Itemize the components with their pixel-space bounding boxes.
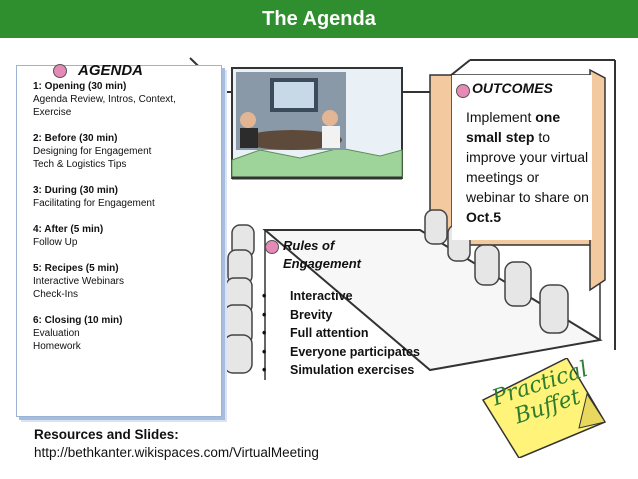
- bullet-icon: •: [262, 289, 267, 303]
- rules-item-label: Simulation exercises: [290, 363, 415, 377]
- rules-list: • Interactive • Brevity • Full attention • E…: [262, 287, 420, 380]
- sticky-note-fold: [578, 392, 606, 429]
- resources-block: Resources and Slides: http://bethkanter.…: [34, 426, 319, 462]
- agenda-item: 1: Opening (30 min) Agenda Review, Intro…: [33, 80, 218, 119]
- rules-title: Rules of Engagement: [283, 237, 361, 273]
- agenda-item-line: Designing for Engagement: [33, 146, 152, 157]
- meeting-photo-screen-glow: [274, 82, 314, 108]
- rules-title-line: Engagement: [283, 256, 362, 271]
- outcomes-text-part: Implement: [466, 109, 536, 125]
- meeting-photo-table: [242, 130, 342, 150]
- sticky-note: [481, 358, 607, 458]
- rules-item: • Simulation exercises: [262, 361, 420, 380]
- rules-item: • Brevity: [262, 306, 420, 325]
- agenda-item-heading: 2: Before (30 min): [33, 133, 118, 144]
- room-door-right: [589, 68, 606, 292]
- meeting-photo-person-1-body: [240, 128, 258, 148]
- agenda-item-line: Facilitating for Engagement: [33, 198, 155, 209]
- outcomes-text-part: to improve your virtual meetings or webi…: [466, 129, 589, 205]
- pushpin-icon: [456, 84, 470, 98]
- meeting-photo-person-1: [240, 112, 256, 128]
- agenda-item-line: Interactive Webinars: [33, 276, 124, 287]
- agenda-item-line: Agenda Review, Intros, Context,: [33, 94, 176, 105]
- agenda-item-line: Homework: [33, 341, 81, 352]
- agenda-item: 3: During (30 min) Facilitating for Enga…: [33, 184, 218, 210]
- chairs-right: [424, 209, 569, 334]
- pushpin-icon: [53, 64, 67, 78]
- rules-item: • Everyone participates: [262, 343, 420, 362]
- meeting-photo-person-2-body: [322, 126, 340, 148]
- agenda-item-line: Exercise: [33, 107, 72, 118]
- agenda-item: 2: Before (30 min) Designing for Engagem…: [33, 132, 218, 171]
- rules-item-label: Everyone participates: [290, 344, 420, 359]
- outcomes-text-bold: one small step: [466, 109, 561, 145]
- meeting-photo-person-2: [322, 110, 338, 126]
- conference-table: [262, 229, 603, 372]
- agenda-item: 5: Recipes (5 min) Interactive Webinars …: [33, 262, 218, 301]
- bullet-icon: •: [262, 307, 267, 322]
- resources-label: Resources and Slides:: [34, 427, 179, 442]
- rules-item-label: Brevity: [290, 307, 333, 322]
- rules-title-line: Rules of: [283, 238, 335, 253]
- bullet-icon: •: [262, 344, 267, 359]
- agenda-item-heading: 1: Opening (30 min): [33, 81, 127, 92]
- rules-item: • Full attention: [262, 324, 420, 343]
- agenda-item-heading: 5: Recipes (5 min): [33, 263, 119, 274]
- agenda-item-heading: 4: After (5 min): [33, 224, 104, 235]
- bullet-icon: •: [262, 326, 267, 340]
- bullet-icon: •: [262, 363, 267, 377]
- pushpin-icon: [265, 240, 279, 254]
- agenda-item-line: Evaluation: [33, 328, 80, 339]
- outcomes-title: OUTCOMES: [472, 80, 553, 96]
- rules-item: • Interactive: [262, 287, 420, 306]
- agenda-item-line: Check-Ins: [33, 289, 79, 300]
- agenda-list: 1: Opening (30 min) Agenda Review, Intro…: [33, 80, 218, 366]
- agenda-item-heading: 3: During (30 min): [33, 185, 119, 196]
- agenda-title: AGENDA: [78, 62, 144, 79]
- agenda-item: 6: Closing (10 min) Evaluation Homework: [33, 314, 218, 353]
- resources-link[interactable]: http://bethkanter.wikispaces.com/Virtual…: [34, 445, 319, 460]
- outcomes-card: [452, 75, 592, 240]
- agenda-item-heading: 6: Closing (10 min): [33, 315, 123, 326]
- rules-item-label: Interactive: [290, 289, 353, 303]
- agenda-item: 4: After (5 min) Follow Up: [33, 223, 218, 249]
- agenda-card: [16, 65, 222, 417]
- chairs-left: [223, 224, 255, 374]
- rules-item-label: Full attention: [290, 326, 369, 340]
- slide-title: The Agenda: [0, 0, 638, 38]
- outcomes-text: Implement one small step to improve your…: [466, 107, 592, 227]
- outcomes-date: Oct.5: [466, 209, 502, 225]
- agenda-item-line: Tech & Logistics Tips: [33, 159, 127, 170]
- agenda-item-line: Follow Up: [33, 237, 78, 248]
- meeting-room-illustration: [189, 57, 616, 380]
